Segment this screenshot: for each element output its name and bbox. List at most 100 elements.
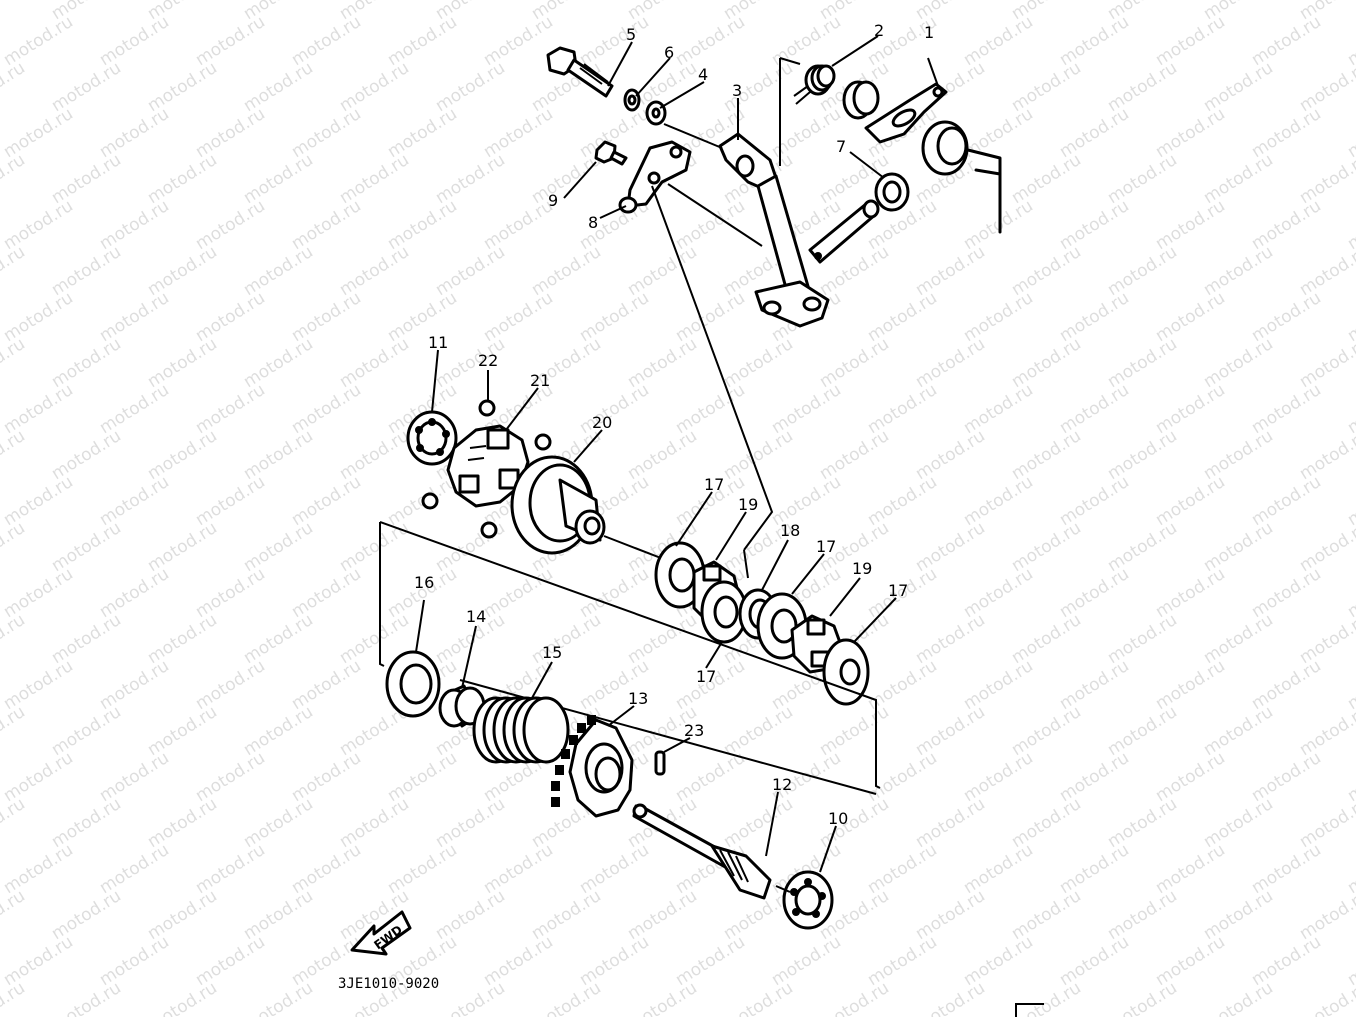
watermark-text: motod.ru [624, 978, 701, 1017]
callout-label: 19 [738, 495, 758, 514]
watermark-text: motod.ru [1344, 564, 1356, 622]
part-shift-arm [718, 132, 830, 328]
watermark-text: motod.ru [1344, 380, 1356, 438]
watermark-text: motod.ru [1344, 748, 1356, 806]
part-guide-plate [626, 140, 692, 208]
callout-labels: 1 2 3 4 5 6 7 8 9 10 11 12 13 14 15 16 1… [414, 21, 934, 828]
part-torsion-spring [793, 64, 836, 105]
callout-label: 20 [592, 413, 612, 432]
callout-label: 14 [466, 607, 486, 626]
callout-label: 10 [828, 809, 848, 828]
watermark-text: motod.ru [1344, 472, 1356, 530]
watermark-text: motod.ru [1296, 794, 1356, 852]
drawing-code: 3JE1010-9020 [338, 976, 439, 992]
watermark-text: motod.ru [48, 978, 125, 1017]
watermark-text: motod.ru [1296, 978, 1356, 1017]
watermark-text: motod.ru [1296, 334, 1356, 392]
watermark-text: motod.ru [0, 58, 29, 116]
part-collar [842, 80, 880, 120]
callout-label: 16 [414, 573, 434, 592]
callout-label: 22 [478, 351, 498, 370]
part-shift-shaft [808, 199, 880, 264]
watermark-text: motod.ru [528, 978, 605, 1017]
watermark-text: motod.ru [432, 978, 509, 1017]
watermark-text: motod.ru [1344, 656, 1356, 714]
watermark-text: motod.ru [0, 242, 29, 300]
part-housing [921, 120, 1002, 234]
part-segment [446, 424, 530, 508]
watermark-text: motod.ru [1008, 978, 1085, 1017]
watermark-text: motod.ru [0, 0, 29, 24]
watermark-text: motod.ru [240, 978, 317, 1017]
callout-label: 7 [836, 137, 846, 156]
callout-label: 2 [874, 21, 884, 40]
watermark-text: motod.ru [0, 334, 29, 392]
watermark-text: motod.ru [1344, 840, 1356, 898]
callout-label: 4 [698, 65, 708, 84]
part-washer-17a [654, 541, 706, 609]
watermark-text: motod.ru [0, 610, 29, 668]
watermark-text: motod.ru [0, 702, 29, 760]
watermark-text: motod.ru [912, 978, 989, 1017]
part-oil-seal [874, 172, 910, 212]
callout-label: 17 [696, 667, 716, 686]
watermark-text: motod.ru [1200, 978, 1277, 1017]
callout-label: 11 [428, 333, 448, 352]
callout-label: 9 [548, 191, 558, 210]
callout-label: 18 [780, 521, 800, 540]
callout-label: 23 [684, 721, 704, 740]
part-dowel-pins [421, 399, 552, 539]
watermark-text: motod.ru [0, 426, 29, 484]
watermark-text: motod.ru [1296, 886, 1356, 944]
part-washer-17d [822, 638, 870, 706]
callout-label: 13 [628, 689, 648, 708]
watermark-text: motod.ru [1296, 518, 1356, 576]
part-shift-shaft-lower [632, 803, 772, 900]
callout-label: 17 [888, 581, 908, 600]
watermark-text: motod.ru [1296, 58, 1356, 116]
part-spring-washer [623, 88, 641, 112]
watermark-text: motod.ru [144, 978, 221, 1017]
part-shift-drum [510, 455, 606, 555]
callout-label: 1 [924, 23, 934, 42]
watermark-text: motod.ru [0, 978, 29, 1017]
part-oil-seal-lower [385, 650, 441, 718]
callout-leaders [415, 35, 939, 873]
part-ratchet-gear [551, 715, 634, 818]
callout-label: 12 [772, 775, 792, 794]
part-washer-17b [700, 580, 748, 644]
watermark-text: motod.ru [1296, 150, 1356, 208]
watermark-text: motod.ru [1296, 242, 1356, 300]
watermark-text: motod.ru [1344, 104, 1356, 162]
watermark-text: motod.ru [1344, 288, 1356, 346]
corner-mark [1015, 1003, 1044, 1017]
part-bolt [546, 46, 614, 98]
watermark-text: motod.ru [1296, 426, 1356, 484]
part-return-spring [472, 696, 570, 764]
watermark-text: motod.ru [0, 794, 29, 852]
part-bearing-lower [782, 870, 834, 930]
watermark-text: motod.ru [1344, 932, 1356, 990]
callout-label: 21 [530, 371, 550, 390]
callout-label: 15 [542, 643, 562, 662]
watermark-text: motod.ru [0, 518, 29, 576]
watermark-text: motod.ru [0, 886, 29, 944]
part-small-washer [618, 196, 638, 214]
part-pin [654, 750, 666, 776]
part-screw [594, 140, 628, 166]
callout-label: 8 [588, 213, 598, 232]
watermark-text: motod.ru [1296, 610, 1356, 668]
part-bearing-upper [406, 410, 458, 466]
part-washer [645, 100, 667, 126]
callout-label: 17 [816, 537, 836, 556]
watermark-text: motod.ru [1104, 978, 1181, 1017]
watermark-text: motod.ru [0, 150, 29, 208]
part-stopper-plate [864, 82, 948, 144]
callout-label: 3 [732, 81, 742, 100]
callout-label: 17 [704, 475, 724, 494]
watermark-text: motod.ru [816, 978, 893, 1017]
callout-label: 6 [664, 43, 674, 62]
callout-label: 5 [626, 25, 636, 44]
callout-label: 19 [852, 559, 872, 578]
